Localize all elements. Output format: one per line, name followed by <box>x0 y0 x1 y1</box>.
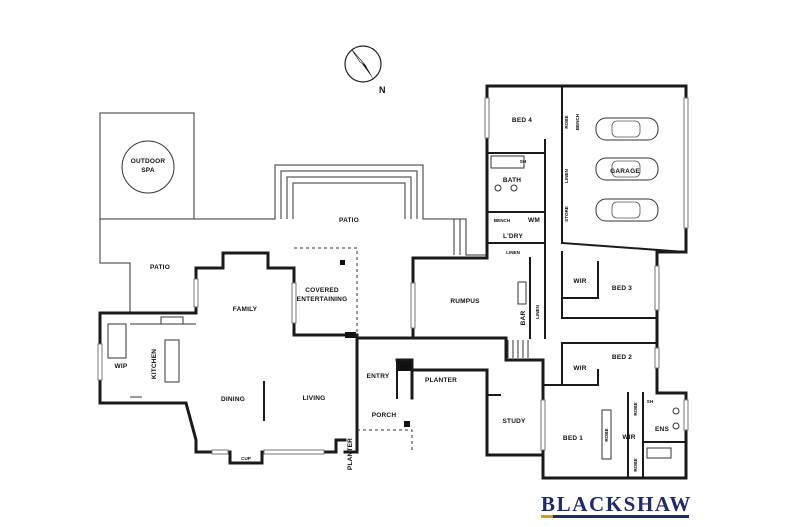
room-label-wip: WIP <box>115 363 128 370</box>
spa-pool <box>121 140 175 194</box>
room-label-wm: WM <box>528 217 540 224</box>
car-icon <box>595 157 659 181</box>
room-label-outdoor-spa-2: SPA <box>141 167 155 174</box>
room-label-bed1: BED 1 <box>563 435 583 442</box>
room-label-porch: PORCH <box>372 412 397 419</box>
kitchen-cabinet <box>107 323 127 359</box>
room-label-planter-right: PLANTER <box>425 377 457 384</box>
room-label-family: FAMILY <box>233 306 258 313</box>
room-label-bed2: BED 2 <box>612 354 632 361</box>
room-label-sh-ens: SH <box>647 399 654 404</box>
room-label-covered-2: ENTERTAINING <box>297 296 348 303</box>
room-label-dining: DINING <box>221 396 245 403</box>
brand-bar-main <box>541 515 689 518</box>
outdoor-areas <box>99 112 487 313</box>
kitchen-sink <box>160 316 184 325</box>
wall-family-north <box>194 251 359 337</box>
ens-bath <box>646 447 672 459</box>
room-label-covered-1: COVERED <box>305 287 339 294</box>
room-label-cup: CUP <box>241 456 251 461</box>
room-label-linen-ldry: LINEN <box>506 250 520 255</box>
patio-step-2 <box>286 176 412 219</box>
column <box>345 332 356 338</box>
room-label-bench-ldry: BENCH <box>494 218 511 223</box>
outdoor-spa-area <box>99 112 195 220</box>
room-label-ldry: L'DRY <box>503 233 523 240</box>
room-label-robe-ens-top: ROBE <box>633 402 638 415</box>
wall-entry-east <box>395 358 414 400</box>
compass-needle-tail-icon <box>351 49 367 67</box>
room-label-kitchen: KITCHEN <box>151 349 158 379</box>
kitchen-island <box>164 339 180 383</box>
room-label-linen-top: LINEN <box>564 168 569 182</box>
room-label-robe-ens-bottom: ROBE <box>633 458 638 471</box>
garage-cars <box>595 117 659 222</box>
room-label-rumpus: RUMPUS <box>450 298 480 305</box>
patio-step-1 <box>280 170 418 219</box>
wall-garage-bed4 <box>485 84 688 372</box>
room-label-outdoor-spa-1: OUTDOOR <box>131 158 166 165</box>
car-icon <box>595 117 659 141</box>
wall-bed1 <box>541 358 688 480</box>
room-label-bed3: BED 3 <box>612 285 632 292</box>
brand-logo-bar <box>541 515 689 518</box>
brand-logo: BLACKSHAW <box>541 492 692 516</box>
room-label-wir-bed2: WIR <box>573 365 586 372</box>
room-label-bath: BATH <box>503 177 521 184</box>
patio-top-edge <box>100 164 487 256</box>
windows <box>97 97 689 455</box>
room-label-wir-bed3: WIR <box>573 278 586 285</box>
interior-walls <box>396 85 688 479</box>
room-label-sh-bath: SH <box>520 159 527 164</box>
room-label-patio-left: PATIO <box>150 264 170 271</box>
wall-study <box>410 368 545 457</box>
north-compass: N <box>344 45 386 95</box>
room-label-entry: ENTRY <box>367 373 390 380</box>
patio-left-edge <box>99 219 131 313</box>
wall-porch-west <box>343 336 359 454</box>
room-label-linen-hall: LINEN <box>535 304 540 318</box>
room-label-bar: BAR <box>520 311 527 326</box>
car-icon <box>595 198 659 222</box>
room-label-study: STUDY <box>502 418 525 425</box>
patio-step-3 <box>292 182 406 219</box>
room-label-robe-bed1: ROBE <box>604 428 609 441</box>
bar-counter <box>517 281 527 305</box>
room-label-patio-top: PATIO <box>339 217 359 224</box>
room-label-ens: ENS <box>655 426 669 433</box>
room-label-bed4: BED 4 <box>512 117 532 124</box>
room-label-wir-bed1: WIR <box>622 434 635 441</box>
brand-bar-accent <box>541 515 553 518</box>
bed1-robe <box>601 409 612 460</box>
column <box>340 260 345 265</box>
room-label-planter-bottom: PLANTER <box>347 438 354 470</box>
column <box>398 361 411 371</box>
wall-rumpus-south <box>411 336 545 362</box>
compass-label: N <box>379 85 386 95</box>
room-labels: OUTDOOR SPA PATIO PATIO FAMILY COVERED E… <box>115 113 670 471</box>
porch-outline <box>357 429 413 452</box>
room-label-garage: GARAGE <box>610 168 640 175</box>
bath-tub <box>490 155 525 169</box>
plan-details <box>107 155 680 460</box>
room-label-bench-garage: BENCH <box>575 113 580 130</box>
covered-entertaining-outline <box>294 247 358 335</box>
room-label-living: LIVING <box>303 395 326 402</box>
wall-west-south <box>98 311 347 465</box>
room-label-robe-bed4: ROBE <box>564 115 569 128</box>
column <box>404 421 410 427</box>
room-label-store: STORE <box>564 206 569 222</box>
